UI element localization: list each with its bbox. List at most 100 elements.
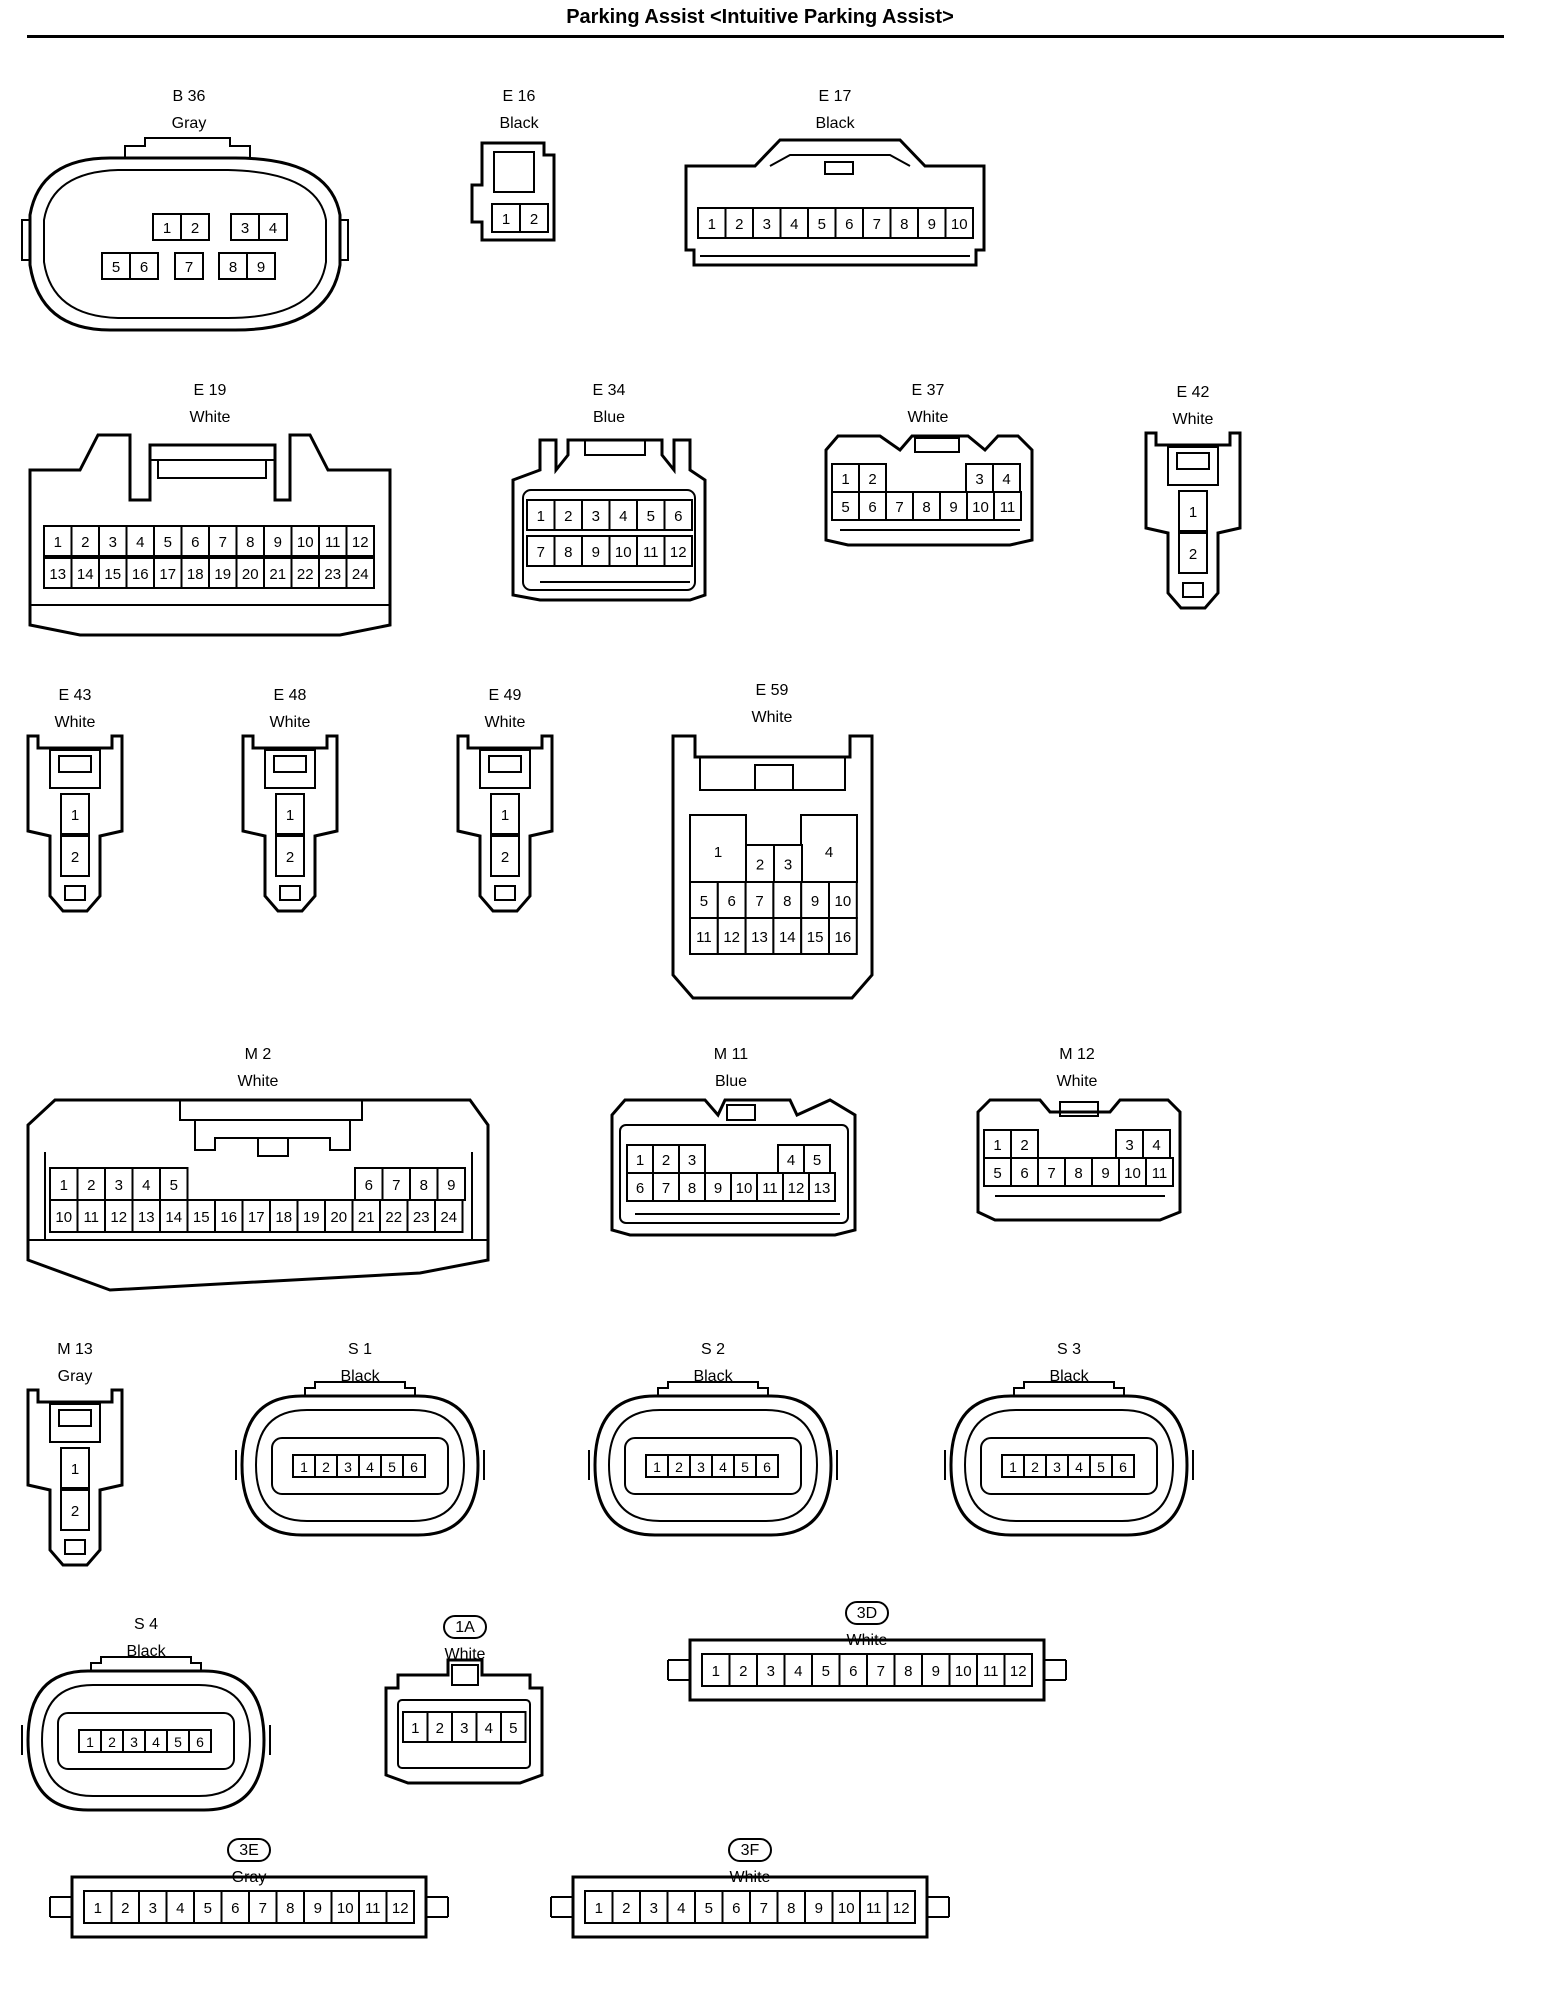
connector-color: Gray xyxy=(172,115,207,132)
pin-number: 24 xyxy=(440,1209,457,1226)
pin-cell xyxy=(1178,490,1208,532)
pin-cell xyxy=(663,535,693,567)
pin-number: 6 xyxy=(849,1663,857,1680)
pin-number: 9 xyxy=(592,544,600,561)
pin-number: 5 xyxy=(705,1900,713,1917)
pin-cell xyxy=(208,525,238,557)
pin-number: 1 xyxy=(708,216,716,233)
pin-cell xyxy=(358,1890,388,1924)
pin-cell xyxy=(303,1890,333,1924)
connector-id: M 13 xyxy=(57,1341,93,1358)
pin-number: 2 xyxy=(739,1663,747,1680)
pin-number: 21 xyxy=(358,1209,375,1226)
pin-cell xyxy=(862,207,892,239)
pin-cell xyxy=(318,557,348,589)
connector-id-circle xyxy=(227,1838,271,1862)
connector-id: S 2 xyxy=(701,1341,725,1358)
pin-cell xyxy=(983,1157,1012,1187)
pin-number: 1 xyxy=(86,1734,94,1750)
pin-cell xyxy=(258,213,288,241)
pin-cell xyxy=(180,213,210,241)
pin-number: 20 xyxy=(242,566,259,583)
pin-number: 6 xyxy=(636,1180,644,1197)
pin-number: 2 xyxy=(71,849,79,866)
pin-cell xyxy=(434,1199,464,1233)
pin-number: 4 xyxy=(366,1459,374,1475)
pin-number: 1 xyxy=(712,1663,720,1680)
pin-cell xyxy=(180,525,210,557)
pin-number: 9 xyxy=(932,1663,940,1680)
pin-cell xyxy=(966,491,995,521)
pin-number: 11 xyxy=(983,1663,999,1680)
pin-cell xyxy=(43,525,73,557)
pin-cell xyxy=(755,1454,779,1478)
pin-number: 8 xyxy=(1074,1165,1082,1182)
connector-id-circle xyxy=(443,1615,487,1639)
pin-cell xyxy=(60,1489,90,1531)
pin-cell xyxy=(500,1711,527,1743)
pin-number: 11 xyxy=(325,534,341,551)
pin-number: 2 xyxy=(71,1503,79,1520)
pin-number: 4 xyxy=(152,1734,160,1750)
pin-cell xyxy=(1111,1454,1135,1478)
pin-cell xyxy=(269,1199,299,1233)
pin-cell xyxy=(858,463,887,493)
pin-cell xyxy=(666,1890,696,1924)
pin-number: 2 xyxy=(675,1459,683,1475)
pin-cell xyxy=(165,1890,195,1924)
pin-number: 12 xyxy=(352,534,369,551)
pin-cell xyxy=(159,1167,189,1201)
pin-number: 2 xyxy=(81,534,89,551)
pin-cell xyxy=(402,1454,426,1478)
connector-id: S 1 xyxy=(348,1341,372,1358)
pin-cell xyxy=(385,1890,415,1924)
pin-number: 5 xyxy=(164,534,172,551)
pin-cell xyxy=(324,1199,354,1233)
pin-number: 3 xyxy=(1053,1459,1061,1475)
pin-cell xyxy=(218,252,248,280)
connector-id: B 36 xyxy=(173,88,206,105)
pin-number: 1 xyxy=(1009,1459,1017,1475)
pin-number: 1 xyxy=(300,1459,308,1475)
pin-number: 10 xyxy=(337,1900,354,1917)
pin-number: 6 xyxy=(231,1900,239,1917)
pin-number: 3 xyxy=(460,1720,468,1737)
pin-cell xyxy=(636,535,666,567)
pin-number: 4 xyxy=(1002,471,1010,488)
pin-number: 5 xyxy=(170,1177,178,1194)
pin-number: 9 xyxy=(447,1177,455,1194)
pin-number: 13 xyxy=(49,566,66,583)
pin-number: 2 xyxy=(868,471,876,488)
pin-cell xyxy=(983,1129,1012,1159)
pin-number: 7 xyxy=(392,1177,400,1194)
pin-cell xyxy=(1037,1157,1066,1187)
pin-number: 6 xyxy=(365,1177,373,1194)
pin-cell xyxy=(889,207,919,239)
pin-number: 9 xyxy=(949,499,957,516)
pin-cell xyxy=(782,1172,810,1202)
pin-cell xyxy=(83,1890,113,1924)
connector-id: M 11 xyxy=(714,1046,748,1063)
pin-number: 2 xyxy=(1189,546,1197,563)
pin-number: 11 xyxy=(643,544,659,561)
pin-number: 11 xyxy=(83,1209,99,1226)
connector-color: White xyxy=(190,409,231,426)
pin-cell xyxy=(98,525,128,557)
pin-number: 3 xyxy=(115,1177,123,1194)
pin-cell xyxy=(1178,532,1208,574)
pin-cell xyxy=(745,844,775,883)
pin-number: 6 xyxy=(732,1900,740,1917)
pin-cell xyxy=(581,535,611,567)
pin-cell xyxy=(1003,1653,1033,1687)
pin-number: 3 xyxy=(592,508,600,525)
pin-number: 4 xyxy=(269,220,277,237)
pin-number: 8 xyxy=(286,1900,294,1917)
pin-number: 10 xyxy=(615,544,632,561)
title-rule xyxy=(27,35,1504,38)
pin-number: 11 xyxy=(1000,499,1016,516)
